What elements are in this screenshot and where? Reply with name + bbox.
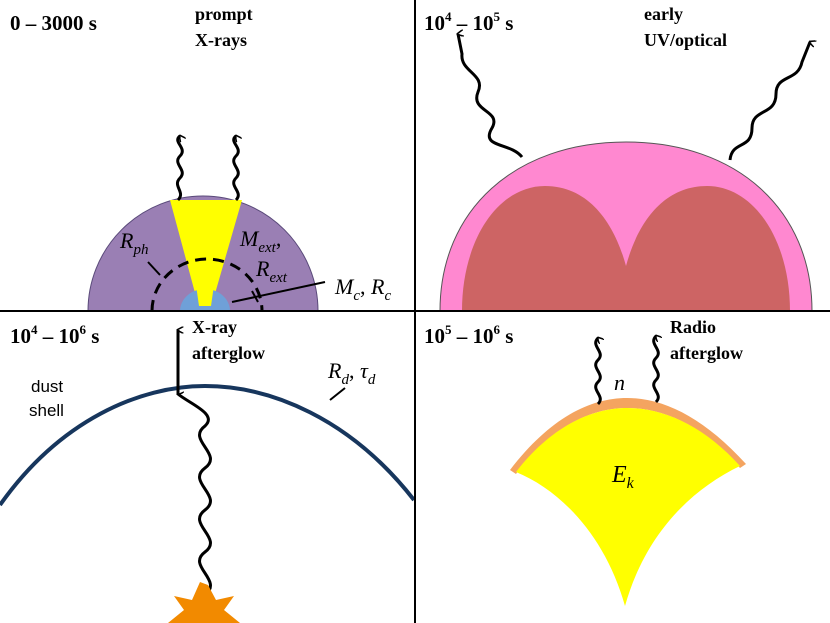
title-radio-line2: afterglow	[670, 343, 743, 363]
wavy-arrow-radio-right	[652, 336, 659, 404]
panel-early-uv-optical: 104 – 105 s early UV/optical	[424, 4, 812, 312]
panel-prompt-xrays: 0 – 3000 s prompt X-rays Rph Mext, Rext …	[10, 4, 391, 312]
label-m-ext: Mext,	[239, 226, 281, 256]
wavy-arrow-radio-left	[594, 338, 601, 406]
label-dust-line1: dust	[31, 377, 63, 396]
time-range-xray: 104 – 106 s	[10, 322, 99, 348]
label-r-ph: Rph	[119, 228, 148, 258]
rext-pointer-tick	[251, 290, 259, 303]
shell-pointer-line	[329, 387, 346, 401]
label-rd-taud: Rd, τd	[327, 358, 376, 388]
label-r-ext: Rext	[255, 256, 288, 286]
title-optical-line2: UV/optical	[644, 30, 727, 50]
label-n: n	[614, 370, 625, 395]
energy-wedge	[516, 408, 740, 606]
time-range-radio: 105 – 106 s	[424, 322, 513, 348]
title-optical-line1: early	[644, 4, 683, 24]
wavy-xray-path	[178, 394, 212, 597]
panel-radio-afterglow: 105 – 106 s Radio afterglow n Ek	[424, 317, 746, 606]
jet-tip	[196, 285, 214, 306]
panel-xray-afterglow: 104 – 106 s X-ray afterglow dust shell R…	[0, 317, 416, 623]
label-dust-line2: shell	[29, 401, 64, 420]
time-range-optical: 104 – 105 s	[424, 9, 513, 35]
label-mc-rc: Mc, Rc	[334, 274, 391, 304]
title-prompt-line1: prompt	[195, 4, 253, 24]
title-radio-line1: Radio	[670, 317, 716, 337]
time-range-prompt: 0 – 3000 s	[10, 11, 97, 35]
title-xray-line1: X-ray	[192, 317, 237, 337]
wavy-arrow-optical-left	[458, 34, 524, 159]
label-ek: Ek	[611, 462, 635, 492]
photosphere-boundary	[150, 257, 264, 312]
outer-rim	[510, 398, 746, 474]
inner-double-lobe	[462, 186, 790, 311]
title-prompt-line2: X-rays	[195, 30, 247, 50]
title-xray-line2: afterglow	[192, 343, 265, 363]
core-pointer-line	[231, 281, 326, 303]
wavy-arrow-prompt-left	[175, 136, 182, 202]
wavy-arrow-prompt-right	[232, 136, 239, 202]
dust-shell-arc	[0, 383, 416, 507]
jet-cone	[170, 200, 242, 304]
rph-pointer-line	[147, 261, 161, 276]
wavy-arrow-optical-right	[728, 42, 810, 161]
burst-star	[168, 582, 240, 623]
